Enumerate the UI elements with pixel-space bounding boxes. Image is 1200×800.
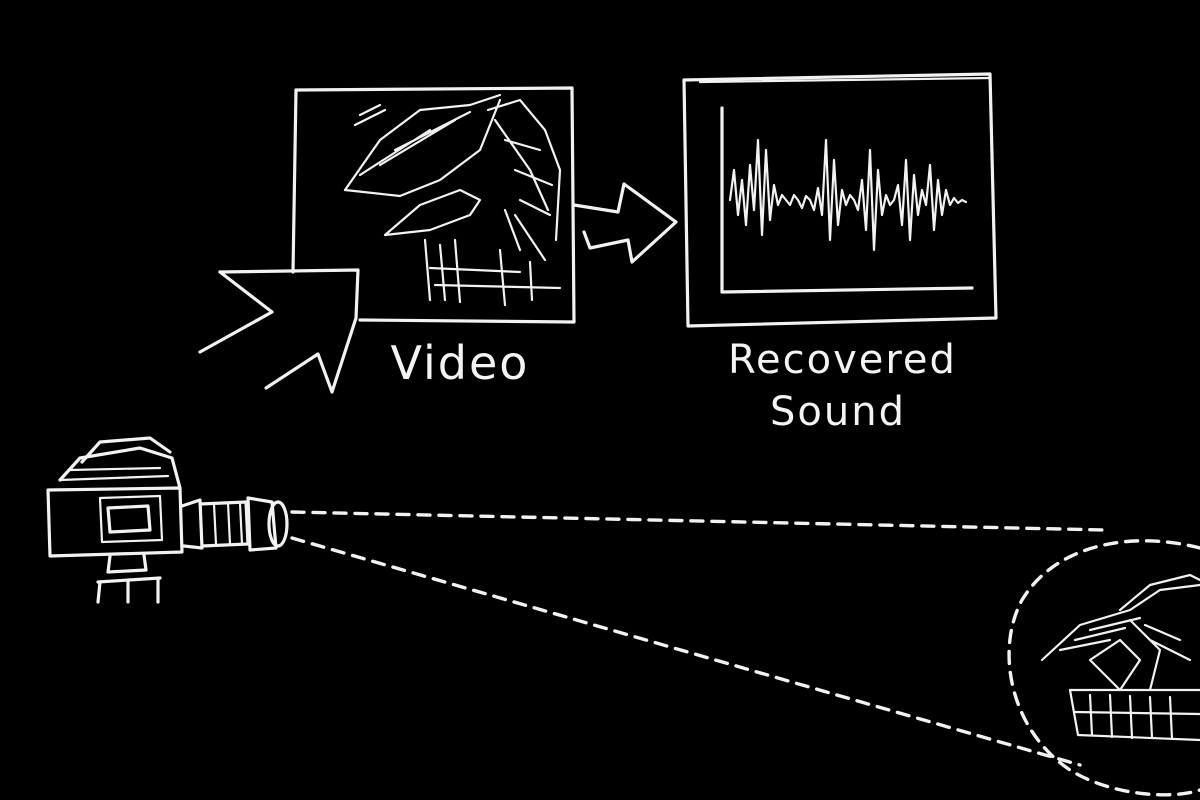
recovered-label-line2: Sound [770,389,906,435]
camera-icon [46,436,289,604]
sight-line-top [290,510,1107,532]
sight-line-bottom [290,536,1082,767]
plant-icon [1040,573,1200,742]
process-arrow-icon [572,182,678,264]
input-arrow-icon [198,268,360,394]
focus-circle [1007,539,1200,797]
recovered-sound-frame [682,72,998,328]
recovered-sound-label: Recovered Sound [728,334,957,438]
video-frame [291,86,576,324]
video-label: Video [390,336,530,390]
video-plant-icon [343,93,562,307]
recovered-label-line1: Recovered [728,337,957,383]
waveform-icon [728,138,968,252]
